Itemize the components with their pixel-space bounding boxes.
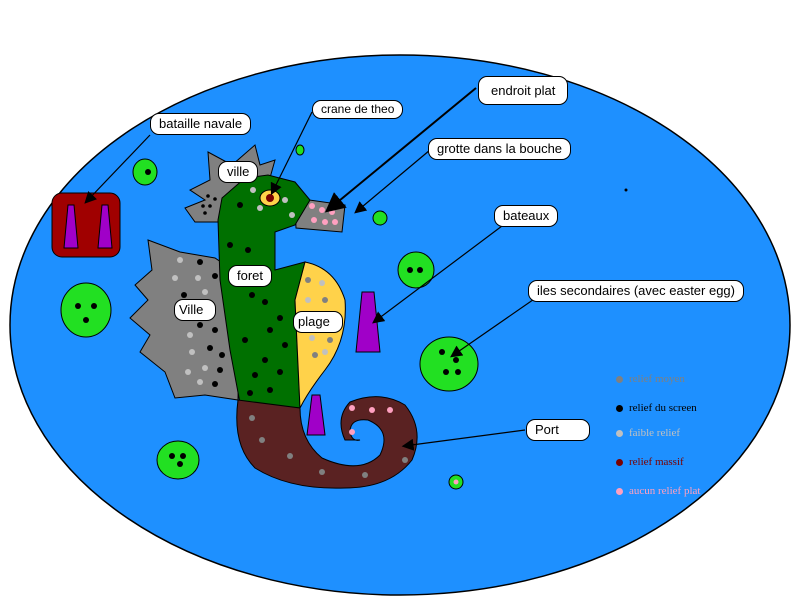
island-dots [75,169,461,467]
legend-label: aucun relief plat [629,485,701,497]
legend-label: relief du screen [629,402,697,414]
label-foret: foret [228,265,273,287]
legend-dot [616,404,623,412]
arrow-endroit-plat [324,87,477,213]
crest-dots [201,194,217,215]
island-5 [419,336,479,392]
island-3 [156,440,200,480]
boat-2 [306,394,326,436]
snout-dots [309,203,338,225]
label-grotte: grotte dans la bouche [428,138,572,160]
city-fin-dots [172,257,225,387]
legend-dot [616,458,623,466]
island-4 [397,251,435,289]
stray-dot [624,188,628,192]
legend-label: faible relief [629,427,680,439]
battle-boat-2 [97,204,113,249]
arrow-crane [270,111,313,196]
arrow-grotte [354,149,431,214]
easter-egg-dot [453,479,459,485]
label-bateaux: bateaux [494,205,559,227]
boat-1 [355,291,381,353]
island-6 [372,210,388,226]
label-crane-de-theo: crane de theo [312,100,404,119]
arrow-port [401,429,526,451]
island-7 [295,144,305,156]
callout-arrows [84,87,541,451]
arrow-iles [450,294,541,358]
legend-label: relief massif [629,456,684,468]
legend-item-aucun-relief-plat: aucun relief plat [616,485,700,497]
label-ville-left: Ville [174,299,217,321]
label-port: Port [526,419,590,441]
eye-pupil [266,194,274,202]
arrow-bataille [84,134,151,204]
legend-item-faible-relief: faible relief [616,427,680,439]
legend-dot [616,429,623,437]
beach-dots [305,277,333,358]
legend-item-relief-moyen: relief moyen [616,373,685,385]
label-bataille-navale: bataille navale [150,113,252,135]
label-iles-secondaires: iles secondaires (avec easter egg) [528,280,744,302]
battle-boat-1 [63,204,79,249]
arrow-bateaux [372,219,511,324]
secondary-islands [60,144,479,490]
legend-dot [616,487,623,495]
legend-dot [616,375,623,383]
label-plage: plage [293,311,343,333]
island-2 [60,282,112,338]
tail-area [236,396,418,489]
legend-item-relief-massif: relief massif [616,456,684,468]
legend-label: relief moyen [629,373,685,385]
sea-oval [9,54,791,596]
forest-body [217,174,311,409]
label-ville-top: ville [218,161,259,183]
label-endroit-plat: endroit plat [478,76,569,105]
tail-dots [249,405,408,478]
forest-dots [227,187,295,396]
legend-item-relief-du-screen: relief du screen [616,402,697,414]
